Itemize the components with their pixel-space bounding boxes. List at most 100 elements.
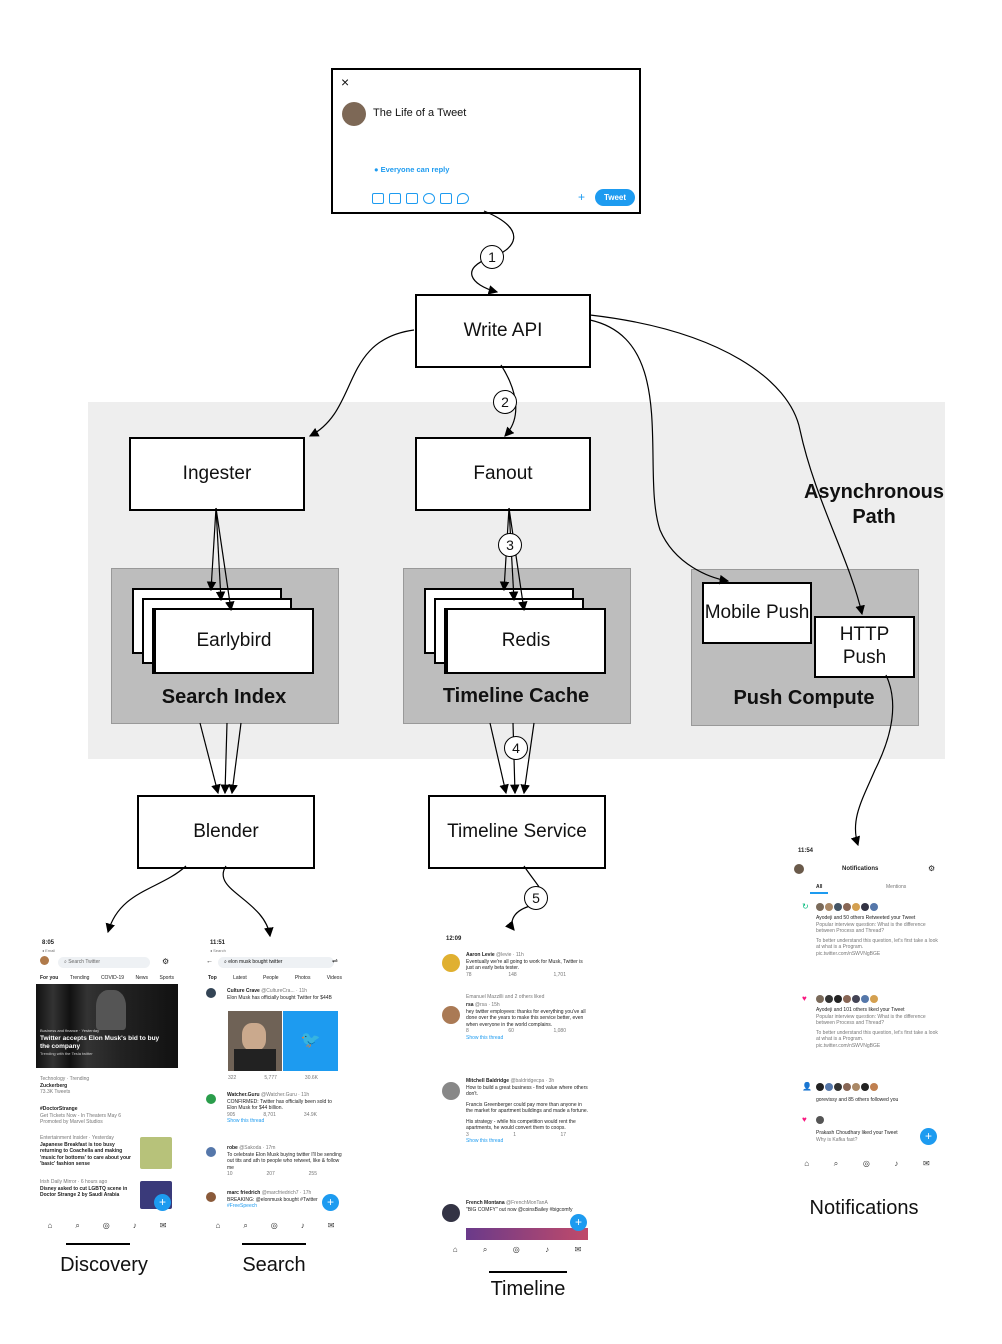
avatar[interactable] xyxy=(206,1094,216,1104)
like-count[interactable]: 1,701 xyxy=(553,971,566,978)
poll-icon[interactable] xyxy=(406,193,418,204)
search-icon[interactable]: ⌕ xyxy=(75,1221,80,1230)
tab-news[interactable]: News xyxy=(135,975,149,981)
gif-icon[interactable] xyxy=(389,193,401,204)
twitter-bird-icon[interactable]: 🐦 xyxy=(283,1011,338,1071)
mail-icon[interactable]: ✉ xyxy=(159,1221,167,1230)
compose-fab[interactable]: + xyxy=(570,1214,587,1231)
notification-item[interactable]: gorevissy and 85 others followed you xyxy=(816,1097,938,1104)
home-icon[interactable]: ⌂ xyxy=(215,1221,221,1230)
avatar[interactable] xyxy=(816,1083,824,1091)
promoted-trend[interactable]: #DoctorStrange Get Tickets Now - In Thea… xyxy=(40,1106,174,1126)
like-count[interactable]: 30.6K xyxy=(304,1075,318,1081)
location-icon[interactable] xyxy=(457,193,469,204)
avatar[interactable] xyxy=(442,1006,460,1024)
show-thread-link[interactable]: Show this thread xyxy=(466,1138,504,1144)
tweet[interactable]: Watcher.Guru @Watcher.Guru · 11h CONFIRM… xyxy=(227,1092,343,1125)
home-icon[interactable]: ⌂ xyxy=(47,1221,53,1230)
reply-count[interactable]: 3 xyxy=(466,1131,469,1138)
hashtag-link[interactable]: #FreeSpeech xyxy=(227,1203,258,1209)
avatar[interactable] xyxy=(40,956,49,965)
avatar[interactable] xyxy=(794,864,804,874)
avatar[interactable] xyxy=(816,995,824,1003)
notification-item[interactable]: Ayodeji and 101 others liked your Tweet … xyxy=(816,1007,938,1049)
tab-sports[interactable]: Sports xyxy=(159,975,174,981)
avatar[interactable] xyxy=(852,903,860,911)
avatar[interactable] xyxy=(834,903,842,911)
avatar[interactable] xyxy=(861,1083,869,1091)
tweet[interactable]: Culture Crave @CultureCra... · 11h Elon … xyxy=(227,988,343,1001)
avatar[interactable] xyxy=(816,1116,824,1124)
tweet[interactable]: rsa @rsa · 15h hey twitter employees: th… xyxy=(466,1002,590,1041)
avatar[interactable] xyxy=(442,1082,460,1100)
like-count[interactable]: 17 xyxy=(560,1131,566,1138)
tweet-text[interactable]: The Life of a Tweet xyxy=(373,107,467,119)
avatar[interactable] xyxy=(843,903,851,911)
show-thread-link[interactable]: Show this thread xyxy=(227,1118,265,1124)
spaces-icon[interactable]: ◎ xyxy=(862,1159,870,1168)
avatar[interactable] xyxy=(852,1083,860,1091)
avatar[interactable] xyxy=(825,1083,833,1091)
search-input[interactable]: ⌕ Search Twitter xyxy=(58,957,150,968)
tweet[interactable]: marc friedrich @marcfriedrich7 · 17h BRE… xyxy=(227,1190,325,1210)
tab-for-you[interactable]: For you xyxy=(40,975,59,981)
like-count[interactable]: 34.9K xyxy=(303,1111,317,1118)
like-count[interactable]: 1,080 xyxy=(553,1028,566,1034)
avatar[interactable] xyxy=(870,995,878,1003)
tab-photos[interactable]: Photos xyxy=(294,975,311,981)
like-count[interactable]: 255 xyxy=(308,1171,317,1177)
tweet-button[interactable]: Tweet xyxy=(595,189,635,206)
avatar[interactable] xyxy=(861,995,869,1003)
avatar[interactable] xyxy=(843,1083,851,1091)
mail-icon[interactable]: ✉ xyxy=(574,1245,582,1254)
image-icon[interactable] xyxy=(372,193,384,204)
avatar[interactable] xyxy=(834,1083,842,1091)
home-icon[interactable]: ⌂ xyxy=(452,1245,458,1254)
bell-icon[interactable]: ♪ xyxy=(300,1221,305,1230)
reply-count[interactable]: 78 xyxy=(466,971,472,978)
retweet-count[interactable]: 5,777 xyxy=(264,1075,277,1081)
spaces-icon[interactable]: ◎ xyxy=(512,1245,520,1254)
trend-item[interactable]: Technology · Trending Zuckerberg 73.3K T… xyxy=(40,1076,174,1096)
retweet-count[interactable]: 148 xyxy=(508,971,517,978)
tweet[interactable]: Aaron Levie @levie · 11h Eventually we'r… xyxy=(466,952,590,978)
tab-mentions[interactable]: Mentions xyxy=(886,884,907,890)
story-item[interactable]: Entertainment Insider · Yesterday Japane… xyxy=(40,1135,136,1168)
reply-count[interactable]: 905 xyxy=(227,1111,236,1118)
home-icon[interactable]: ⌂ xyxy=(804,1159,810,1168)
retweet-count[interactable]: 60 xyxy=(508,1028,514,1034)
tab-top[interactable]: Top xyxy=(208,975,217,981)
avatar[interactable] xyxy=(825,995,833,1003)
avatar[interactable] xyxy=(206,988,216,998)
bell-icon[interactable]: ♪ xyxy=(894,1159,899,1168)
avatar[interactable] xyxy=(206,1192,216,1202)
retweet-count[interactable]: 8,701 xyxy=(263,1111,276,1118)
retweet-count[interactable]: 1 xyxy=(513,1131,516,1138)
search-icon[interactable]: ⌕ xyxy=(243,1221,248,1230)
avatar[interactable] xyxy=(870,1083,878,1091)
spaces-icon[interactable]: ◎ xyxy=(270,1221,278,1230)
filter-icon[interactable]: ⇌ xyxy=(332,958,338,965)
avatar[interactable] xyxy=(834,995,842,1003)
hero-story-card[interactable]: Business and finance · Yesterday Twitter… xyxy=(36,984,178,1068)
tab-videos[interactable]: Videos xyxy=(326,975,342,981)
tweet[interactable]: French Montana @FrenchMonTanA "BIG COMFY… xyxy=(466,1200,576,1213)
tab-latest[interactable]: Latest xyxy=(233,975,247,981)
notification-link[interactable]: pic.twitter.com/nSWVNgBGE xyxy=(816,1042,881,1049)
avatar[interactable] xyxy=(861,903,869,911)
mail-icon[interactable]: ✉ xyxy=(922,1159,930,1168)
tab-people[interactable]: People xyxy=(263,975,279,981)
search-input[interactable]: ⌕ elon musk bought twitter xyxy=(218,957,334,968)
tweet[interactable]: Mitchell Baldridge @baldridgecpa · 3h Ho… xyxy=(466,1078,590,1145)
avatar[interactable] xyxy=(852,995,860,1003)
search-icon[interactable]: ⌕ xyxy=(482,1245,488,1254)
schedule-icon[interactable] xyxy=(440,193,452,204)
notification-link[interactable]: pic.twitter.com/nSWVNgBGE xyxy=(816,950,881,957)
tab-all[interactable]: All xyxy=(816,884,823,890)
close-icon[interactable]: × xyxy=(341,74,350,90)
reply-count[interactable]: 8 xyxy=(466,1028,469,1034)
compose-fab[interactable]: + xyxy=(322,1194,339,1211)
retweet-count[interactable]: 207 xyxy=(266,1171,275,1177)
gear-icon[interactable]: ⚙ xyxy=(162,957,170,966)
spaces-icon[interactable]: ◎ xyxy=(102,1221,110,1230)
